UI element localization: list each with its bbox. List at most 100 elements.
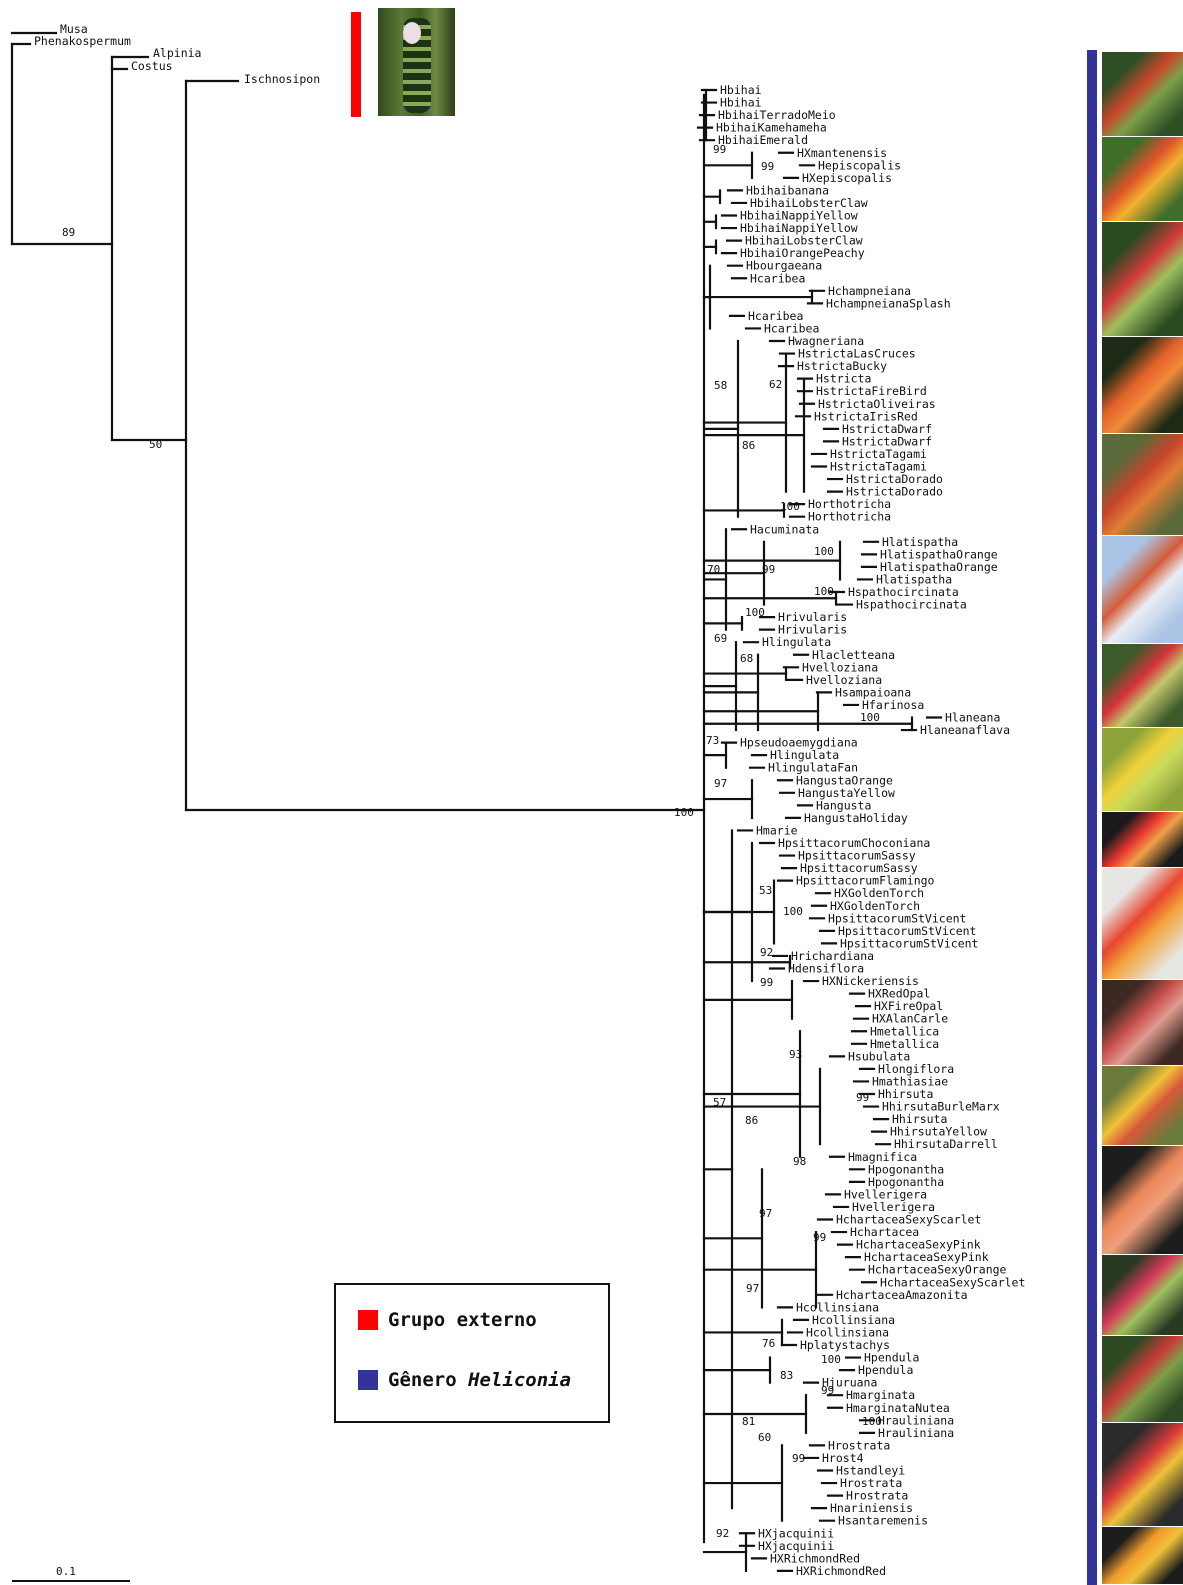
photo-salmon-pendant xyxy=(1102,1146,1183,1254)
support-value: 100 xyxy=(814,545,834,558)
support-value: 99 xyxy=(762,563,775,576)
tree-leaf-label: HstrictaFireBird xyxy=(816,384,927,398)
tree-leaf-label: Hrichardiana xyxy=(791,949,874,963)
tree-leaf-label: Hrost4 xyxy=(822,1451,864,1465)
support-value: 99 xyxy=(792,1452,805,1465)
tree-leaf-label: Horthotricha xyxy=(808,497,891,511)
tree-leaf-label: HXRedOpal xyxy=(868,987,930,1001)
tree-leaf-label: Hjuruana xyxy=(822,1376,877,1390)
heliconia-color-bar xyxy=(1087,50,1097,1585)
tree-leaf-label: Hspathocircinata xyxy=(856,598,967,612)
tree-leaf-label: Hcollinsiana xyxy=(796,1300,879,1314)
tree-leaf-label: HbihaiLobsterClaw xyxy=(745,234,863,248)
tree-leaf-label: HstrictaDwarf xyxy=(842,434,932,448)
tree-leaf-label: HchartaceaAmazonita xyxy=(836,1288,968,1302)
support-value: 100 xyxy=(821,1353,841,1366)
tree-leaf-label: Costus xyxy=(131,59,173,73)
tree-leaf-label: HchartaceaSexyScarlet xyxy=(880,1275,1025,1289)
tree-leaf-label: Horthotricha xyxy=(808,510,891,524)
tree-leaf-label: Hvelloziana xyxy=(806,673,882,687)
legend-genus-label: Gênero Heliconia xyxy=(388,1369,572,1391)
tree-leaf-label: Hchampneiana xyxy=(828,284,911,298)
tree-leaf-label: HlatispathaOrange xyxy=(880,547,998,561)
tree-leaf-label: HbihaiNappiYellow xyxy=(740,221,858,235)
photo-red-green-hanging xyxy=(1102,1336,1183,1422)
tree-branches xyxy=(10,31,943,1572)
tree-leaf-label: HstrictaDorado xyxy=(846,485,943,499)
tree-leaf-label: Hsubulata xyxy=(848,1049,910,1063)
tree-leaf-label: HlatispathaOrange xyxy=(880,560,998,574)
tree-leaf-label: HpsittacorumChoconiana xyxy=(778,836,930,850)
tree-leaf-label: Hmarie xyxy=(756,823,798,837)
tree-leaf-label: Hrostrata xyxy=(840,1476,902,1490)
tree-leaf-label: Hcollinsiana xyxy=(812,1313,895,1327)
tree-leaf-label: Hrauliniana xyxy=(878,1413,954,1427)
support-value: 99 xyxy=(713,143,726,156)
tree-leaf-label: HstrictaBucky xyxy=(797,359,887,373)
tree-leaf-label: Hsantaremenis xyxy=(838,1514,928,1528)
support-value: 76 xyxy=(762,1337,775,1350)
scale-bar xyxy=(12,1580,130,1582)
tree-leaf-label: HstrictaDwarf xyxy=(842,422,932,436)
photo-pink-red-bracts xyxy=(1102,980,1183,1065)
tree-leaf-label: HstrictaLasCruces xyxy=(798,347,916,361)
support-value: 100 xyxy=(862,1415,882,1428)
tree-leaf-label: Hcollinsiana xyxy=(806,1325,889,1339)
tree-leaf-label: Hfarinosa xyxy=(862,698,924,712)
support-value: 98 xyxy=(793,1155,806,1168)
tree-leaf-label: HXGoldenTorch xyxy=(830,899,920,913)
tree-leaf-label: HhirsutaBurleMarx xyxy=(882,1100,1000,1114)
tree-leaf-label: Hpogonantha xyxy=(868,1162,944,1176)
support-value: 99 xyxy=(821,1384,834,1397)
tree-leaf-label: HbihaiKamehameha xyxy=(716,121,827,135)
outgroup-color-bar xyxy=(351,12,361,117)
tree-leaf-label: HstrictaTagami xyxy=(830,447,927,461)
support-value: 69 xyxy=(714,632,727,645)
tree-leaf-label: HXjacquinii xyxy=(758,1539,834,1553)
support-value: 62 xyxy=(769,378,782,391)
tree-leaf-label: HXRichmondRed xyxy=(770,1551,860,1565)
tree-leaf-label: Hlacletteana xyxy=(812,648,895,662)
tree-leaf-label: Hbihai xyxy=(720,96,762,110)
tree-leaf-label: Hlaneana xyxy=(945,711,1000,725)
tree-leaf-label: HchartaceaSexyOrange xyxy=(868,1263,1007,1277)
photo-orange-yellow-bract xyxy=(1102,1527,1183,1584)
tree-leaf-label: HbihaiNappiYellow xyxy=(740,209,858,223)
tree-leaf-label: HXmantenensis xyxy=(797,146,887,160)
support-value: 50 xyxy=(149,438,162,451)
tree-leaf-label: Hhirsuta xyxy=(892,1112,947,1126)
tree-leaf-label: Alpinia xyxy=(153,46,201,60)
tree-leaf-label: HmarginataNutea xyxy=(846,1401,950,1415)
tree-leaf-label: Hpseudoaemygdiana xyxy=(740,736,858,750)
support-value: 53 xyxy=(759,884,772,897)
tree-leaf-label: Hstricta xyxy=(816,372,871,386)
tree-leaf-label: Hspathocircinata xyxy=(848,585,959,599)
tree-leaf-label: HXjacquinii xyxy=(758,1526,834,1540)
outgroup-swatch xyxy=(358,1310,378,1330)
tree-leaf-label: HhirsutaYellow xyxy=(890,1125,987,1139)
tree-leaf-label: Hplatystachys xyxy=(800,1338,890,1352)
tree-leaf-label: Hcaribea xyxy=(748,309,803,323)
support-value: 83 xyxy=(780,1369,793,1382)
tree-leaf-label: HchartaceaSexyPink xyxy=(864,1250,989,1264)
tree-leaf-label: Hmathiasiae xyxy=(872,1074,948,1088)
heliconia-swatch xyxy=(358,1370,378,1390)
support-value: 58 xyxy=(714,379,727,392)
tree-leaf-label: Hmetallica xyxy=(870,1037,939,1051)
photo-red-orange-bracts xyxy=(1102,337,1183,433)
tree-leaf-label: Hlatispatha xyxy=(876,572,952,586)
tree-leaf-label: Hpendula xyxy=(864,1351,919,1365)
tree-leaf-label: HpsittacorumSassy xyxy=(798,849,916,863)
tree-leaf-label: Hrivularis xyxy=(778,610,847,624)
support-value: 73 xyxy=(706,734,719,747)
tree-leaf-label: HbihaiTerradoMeio xyxy=(718,108,836,122)
tree-leaf-label: Hbourgaeana xyxy=(746,259,822,273)
legend-outgroup-label: Grupo externo xyxy=(388,1309,537,1331)
tree-leaf-label: HstrictaOliveiras xyxy=(818,397,936,411)
tree-leaf-label: Hvellerigera xyxy=(844,1187,927,1201)
tree-leaf-label: Hlingulata xyxy=(770,748,839,762)
photo-pale-blue-sky-flower xyxy=(1102,536,1183,643)
tree-leaf-label: HchartaceaSexyPink xyxy=(856,1238,981,1252)
tree-leaf-label: Hnariniensis xyxy=(830,1501,913,1515)
tree-leaf-label: Hrostrata xyxy=(846,1489,908,1503)
